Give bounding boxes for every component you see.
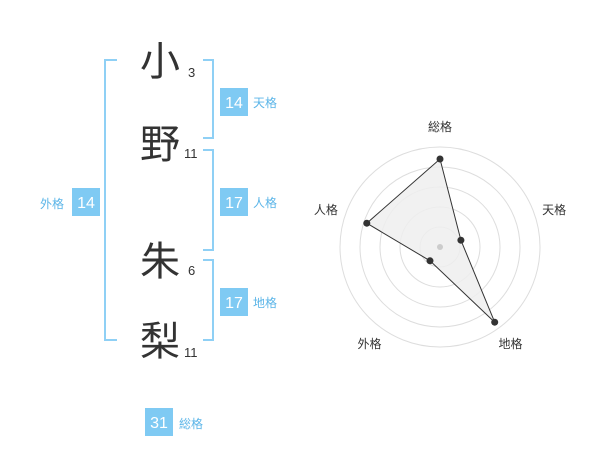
jinkaku-badge: 17 人格 <box>220 188 277 216</box>
soukaku-badge: 31 総格 <box>145 408 203 436</box>
chikaku-label: 地格 <box>253 295 277 310</box>
radar-point-4 <box>426 257 434 265</box>
radar-point-5 <box>363 219 371 227</box>
jinkaku-value-box <box>220 188 248 216</box>
radar-rings <box>339 146 541 348</box>
radar-points <box>363 155 499 326</box>
gaikaku-value: 14 <box>77 195 95 212</box>
chikaku-badge: 17 地格 <box>220 288 277 316</box>
radar-center-dot <box>437 244 443 250</box>
name-column: 小 3 野 11 朱 6 梨 11 <box>140 39 198 365</box>
name-char-3: 朱 <box>140 239 180 285</box>
radar-point-1 <box>436 155 444 163</box>
radar-axis-label-1: 総格 <box>428 119 452 134</box>
name-char-4: 梨 <box>140 319 180 365</box>
gaikaku-badge: 外格 14 <box>40 188 100 216</box>
radar-point-2 <box>457 236 465 244</box>
tenkaku-badge: 14 天格 <box>220 88 277 116</box>
radar-point-3 <box>491 318 499 326</box>
radar-axis-label-4: 外格 <box>357 336 381 351</box>
soukaku-value-box <box>145 408 173 436</box>
chikaku-bracket <box>203 259 214 341</box>
name-char-2: 野 <box>140 122 180 168</box>
jinkaku-bracket <box>203 149 214 251</box>
radar-axis-label-3: 地格 <box>498 336 522 351</box>
soukaku-value: 31 <box>150 415 168 432</box>
name-char-1-strokes: 3 <box>188 65 195 80</box>
radar-axis-label-5: 人格 <box>314 202 338 217</box>
chikaku-value: 17 <box>225 295 243 312</box>
radar-area <box>365 158 496 323</box>
name-char-3-strokes: 6 <box>188 263 195 278</box>
soukaku-label: 総格 <box>179 416 203 431</box>
gaikaku-bracket <box>104 59 117 341</box>
tenkaku-bracket <box>203 59 214 139</box>
name-char-4-strokes: 11 <box>184 345 198 360</box>
tenkaku-value-box <box>220 88 248 116</box>
brackets <box>104 59 214 341</box>
jinkaku-value: 17 <box>225 195 243 212</box>
gaikaku-label: 外格 <box>40 196 64 211</box>
name-char-1: 小 <box>140 39 180 85</box>
tenkaku-value: 14 <box>225 95 243 112</box>
gaikaku-value-box <box>72 188 100 216</box>
tenkaku-label: 天格 <box>253 95 277 110</box>
chikaku-value-box <box>220 288 248 316</box>
jinkaku-label: 人格 <box>253 195 277 210</box>
name-char-2-strokes: 11 <box>184 146 198 161</box>
radar-axis-label-2: 天格 <box>542 202 566 217</box>
radar-ring <box>339 146 541 348</box>
